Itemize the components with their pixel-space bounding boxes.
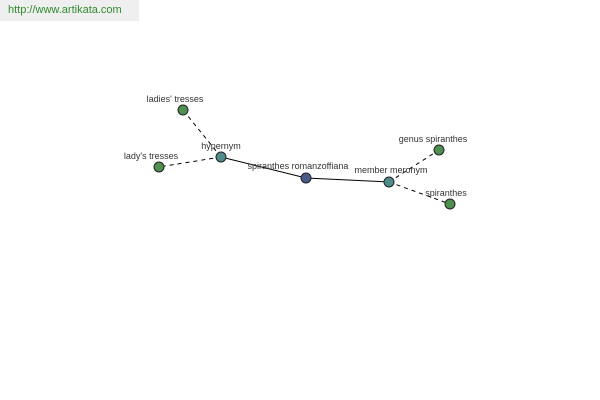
node-circle-hypernym[interactable] xyxy=(215,151,227,163)
node-circle-member[interactable] xyxy=(383,176,395,188)
edge-center-member xyxy=(305,177,390,183)
node-center[interactable]: spiranthes romanzoffiana xyxy=(248,161,349,184)
edge-hypernym-ladies xyxy=(182,109,222,158)
edge-member-spiranthes xyxy=(388,181,451,205)
node-ladys[interactable]: lady's tresses xyxy=(124,151,179,173)
node-hypernym[interactable]: hypernym xyxy=(201,141,241,163)
node-label-spiranthes: spiranthes xyxy=(425,188,467,198)
edge-center-hypernym xyxy=(220,156,307,179)
edge-hypernym-ladys xyxy=(158,156,222,168)
url-link[interactable]: http://www.artikata.com xyxy=(8,4,122,16)
node-label-hypernym: hypernym xyxy=(201,141,241,151)
node-member[interactable]: member meronym xyxy=(354,165,428,188)
node-label-ladys: lady's tresses xyxy=(124,151,179,161)
node-label-ladies: ladies' tresses xyxy=(147,94,204,104)
node-circle-ladies[interactable] xyxy=(177,104,189,116)
edge-member-genus xyxy=(388,149,440,183)
nodes-layer: spiranthes romanzoffiana hypernym member m… xyxy=(124,94,468,210)
node-label-center: spiranthes romanzoffiana xyxy=(248,161,349,171)
node-genus[interactable]: genus spiranthes xyxy=(399,134,468,156)
node-ladies[interactable]: ladies' tresses xyxy=(147,94,204,116)
node-spiranthes[interactable]: spiranthes xyxy=(425,188,467,210)
node-circle-genus[interactable] xyxy=(433,144,445,156)
node-label-genus: genus spiranthes xyxy=(399,134,468,144)
node-label-member: member meronym xyxy=(354,165,427,175)
node-circle-center[interactable] xyxy=(300,172,312,184)
node-circle-spiranthes[interactable] xyxy=(444,198,456,210)
node-circle-ladys[interactable] xyxy=(153,161,165,173)
url-banner: http://www.artikata.com xyxy=(0,0,139,21)
edges-layer xyxy=(158,109,451,205)
